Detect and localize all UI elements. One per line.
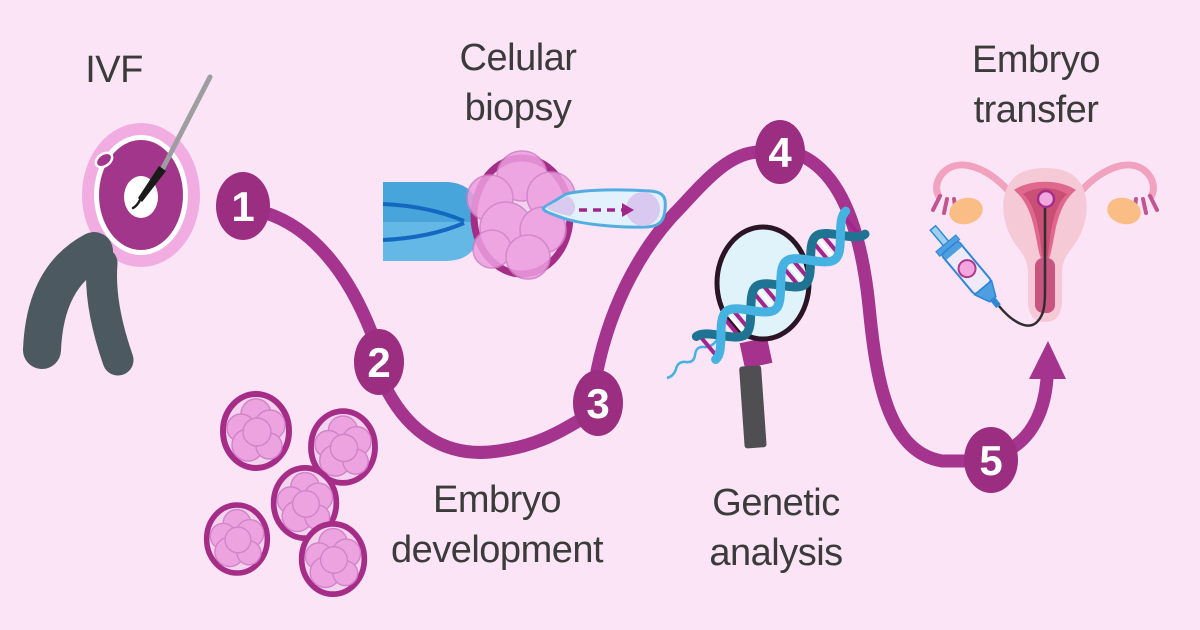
pipette-funnel-top — [382, 202, 465, 223]
arrow-head — [1029, 341, 1066, 379]
step-4-number: 4 — [768, 129, 792, 176]
path-segment-4-5 — [795, 149, 977, 468]
uterus-embryo-transfer-icon — [929, 161, 1159, 327]
holding-pipette-gray — [23, 232, 134, 376]
step-2-number: 2 — [367, 339, 390, 386]
transfer-catheter — [998, 207, 1047, 327]
holding-pipette-bottom — [383, 222, 477, 261]
step-5-number: 5 — [979, 437, 1002, 484]
dna-magnifying-glass-icon — [666, 206, 870, 449]
path-segment-5-arrow — [1005, 371, 1054, 455]
dna-rung-highlights — [726, 237, 835, 334]
injection-needle — [159, 74, 213, 173]
step-2-node — [354, 329, 404, 395]
dashed-arrow-head — [622, 203, 634, 217]
transferred-embryo — [1036, 189, 1056, 209]
label-embryo-transfer: Embryo transfer — [972, 39, 1100, 131]
step-1-number: 1 — [231, 183, 254, 230]
oocyte-icsi-injection-icon — [23, 74, 213, 376]
step-4-node — [755, 120, 805, 184]
embryo-biopsy-pipette-icon — [382, 150, 667, 280]
label-ivf: IVF — [85, 49, 143, 91]
pipette-funnel-bottom — [382, 221, 465, 242]
step-3-node — [573, 370, 623, 436]
needle-tip-flick — [131, 198, 142, 210]
label-genetic-analysis: Genetic analysis — [709, 482, 843, 574]
dna-helix — [691, 206, 870, 364]
biopsy-sampling-pipette — [541, 188, 667, 229]
process-path — [259, 145, 1054, 468]
left-ovary — [949, 197, 983, 225]
label-embryo-development: Embryo development — [390, 479, 604, 571]
label-celular-biopsy: Celular biopsy — [459, 37, 577, 129]
magnifier-collar — [739, 337, 773, 369]
step-nodes: 1 2 3 4 5 — [216, 120, 1018, 493]
step-3-number: 3 — [586, 380, 609, 427]
path-segment-3-4 — [590, 145, 767, 378]
biopsy-embryo — [466, 150, 576, 280]
path-segment-1-2 — [259, 206, 379, 341]
polar-body — [94, 151, 114, 169]
step-1-node — [216, 172, 270, 240]
embryo-cluster-icon — [207, 394, 375, 594]
transfer-syringe — [929, 224, 1001, 309]
sampled-cell — [626, 192, 660, 226]
needle-tip — [138, 166, 166, 202]
dna-tail-squiggle — [666, 339, 718, 380]
pipette-tip-cell — [546, 196, 576, 216]
fallopian-tubes — [933, 161, 1157, 201]
dna-light-strand — [711, 206, 851, 364]
right-ovary — [1107, 197, 1141, 225]
magnifier-handle — [739, 365, 767, 449]
path-segment-2-3 — [381, 385, 587, 459]
holding-pipette-top — [383, 182, 477, 222]
step-5-node — [964, 427, 1018, 493]
